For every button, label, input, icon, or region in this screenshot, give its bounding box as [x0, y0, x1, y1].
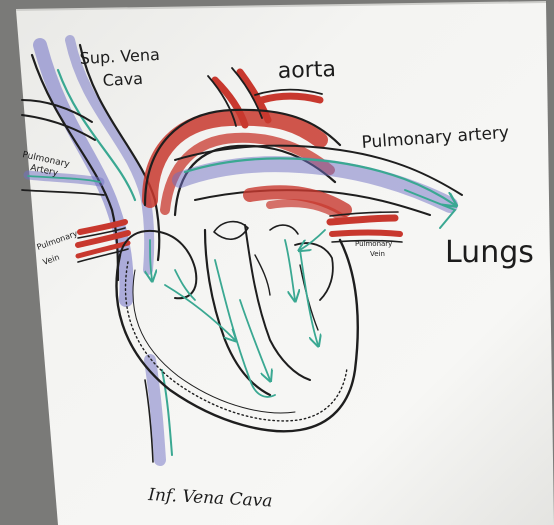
label-sup-vena-cava-line2: Cava: [102, 69, 143, 90]
label-pulmonary-vein-right-line2: Vein: [370, 250, 385, 258]
label-pulmonary-vein-right-line1: Pulmonary: [355, 240, 392, 248]
label-lungs: Lungs: [445, 235, 534, 270]
label-aorta: aorta: [277, 57, 336, 84]
